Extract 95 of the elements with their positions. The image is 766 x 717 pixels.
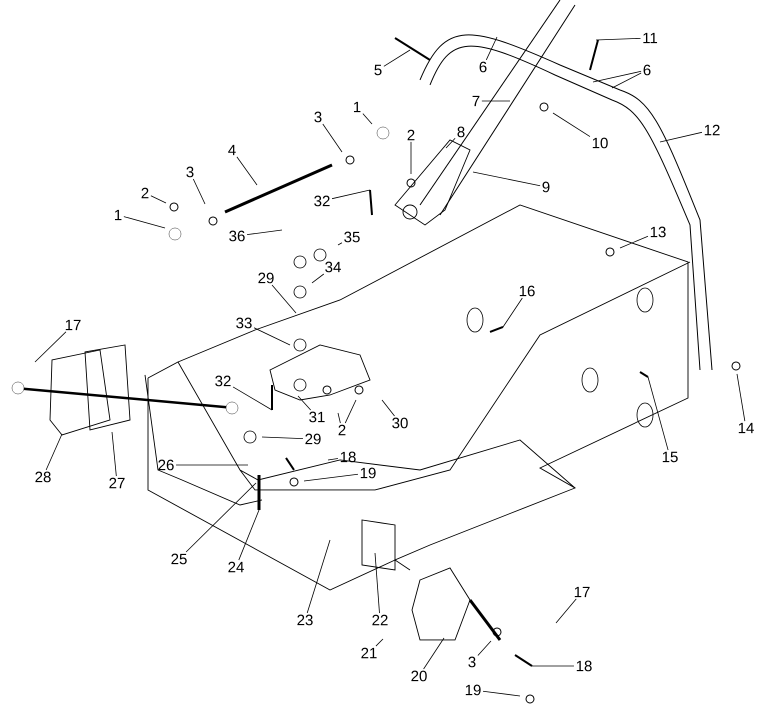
leader-line: [423, 638, 444, 670]
callout-number: 18: [340, 452, 356, 462]
callout-number: 14: [738, 422, 754, 434]
leader-line: [374, 552, 380, 614]
callout-number: 6: [644, 64, 651, 76]
leader-line: [620, 236, 648, 248]
callout-number: 21: [361, 648, 377, 658]
leader-line: [112, 432, 117, 476]
leader-line: [382, 400, 395, 416]
callout-number: 29: [305, 434, 321, 444]
leader-line: [176, 464, 248, 466]
callout-number: 19: [360, 468, 376, 478]
callout-number: 5: [374, 64, 382, 76]
leader-line: [344, 400, 356, 424]
callout-number: 34: [325, 262, 341, 272]
callout-number: 17: [574, 586, 590, 598]
leader-line: [486, 36, 498, 60]
callout-number: 23: [297, 614, 313, 626]
callout-number: 33: [236, 318, 252, 328]
callout-number: 25: [171, 554, 187, 564]
callout-number: 36: [229, 230, 245, 242]
callout-number: 2: [142, 188, 148, 198]
leader-line: [272, 284, 296, 314]
leader-line: [482, 690, 520, 696]
leader-line: [123, 216, 166, 228]
leader-line: [556, 598, 577, 624]
callout-number: 6: [480, 62, 487, 72]
leader-line: [596, 38, 641, 40]
callout-number: 28: [35, 472, 51, 482]
leader-line: [262, 436, 304, 439]
leader-line: [472, 172, 541, 186]
leader-line: [328, 458, 338, 460]
leader-line: [660, 132, 702, 142]
callout-number: 32: [314, 196, 330, 206]
leader-line: [612, 72, 642, 88]
leader-line: [246, 230, 282, 236]
leader-line: [592, 70, 642, 82]
leader-line: [192, 178, 206, 204]
callout-number: 27: [109, 478, 125, 488]
callout-number: 7: [472, 96, 480, 106]
callout-number: 30: [392, 418, 408, 428]
leader-line: [34, 331, 66, 362]
leader-line: [362, 113, 372, 124]
leader-line: [338, 242, 342, 246]
callout-number: 29: [258, 272, 274, 284]
leader-line: [446, 138, 456, 148]
leader-line: [552, 112, 590, 137]
leader-line: [322, 124, 342, 152]
leader-line: [238, 510, 260, 560]
callout-number: 35: [344, 232, 360, 242]
leader-line: [332, 190, 370, 200]
leader-line: [236, 156, 258, 186]
leader-line: [254, 327, 290, 346]
leader-line: [376, 638, 384, 646]
callout-number: 20: [411, 670, 427, 682]
callout-number: 3: [314, 112, 322, 122]
callout-number: 2: [408, 130, 414, 140]
leader-line: [298, 396, 312, 410]
callout-number: 3: [468, 656, 476, 668]
leader-line: [338, 412, 341, 424]
leader-line: [306, 540, 330, 614]
callout-number: 13: [650, 226, 666, 238]
callout-number: 17: [66, 320, 81, 330]
callout-number: 4: [228, 144, 236, 156]
callout-number: 3: [186, 166, 194, 178]
leader-line: [46, 434, 62, 470]
callout-number: 11: [643, 32, 658, 44]
callout-number: 19: [466, 684, 481, 696]
callout-number: 24: [228, 562, 244, 572]
callout-number: 12: [704, 124, 720, 136]
leader-line: [410, 142, 412, 174]
callout-number: 15: [662, 452, 678, 462]
callout-number: 1: [114, 210, 122, 220]
callout-number: 2: [338, 424, 346, 436]
callout-number: 31: [309, 412, 325, 422]
callout-number: 16: [520, 286, 535, 296]
callout-number: 18: [576, 660, 592, 672]
callout-number: 10: [592, 138, 608, 148]
leader-line: [502, 298, 523, 328]
callout-number: 26: [158, 460, 174, 470]
callout-number: 32: [215, 376, 231, 386]
leader-line: [477, 640, 492, 656]
leader-line: [186, 482, 256, 552]
callout-number: 22: [372, 614, 388, 626]
leader-line: [150, 195, 166, 204]
leader-line: [481, 100, 510, 102]
leader-line: [736, 374, 746, 422]
callout-number: 8: [458, 126, 465, 138]
callout-number: 9: [542, 182, 550, 192]
leader-line: [304, 474, 358, 482]
leader-line: [312, 274, 324, 284]
leader-line: [383, 50, 410, 67]
callout-number: 1: [354, 102, 360, 112]
leader-line: [648, 376, 668, 450]
leader-line: [232, 386, 272, 410]
